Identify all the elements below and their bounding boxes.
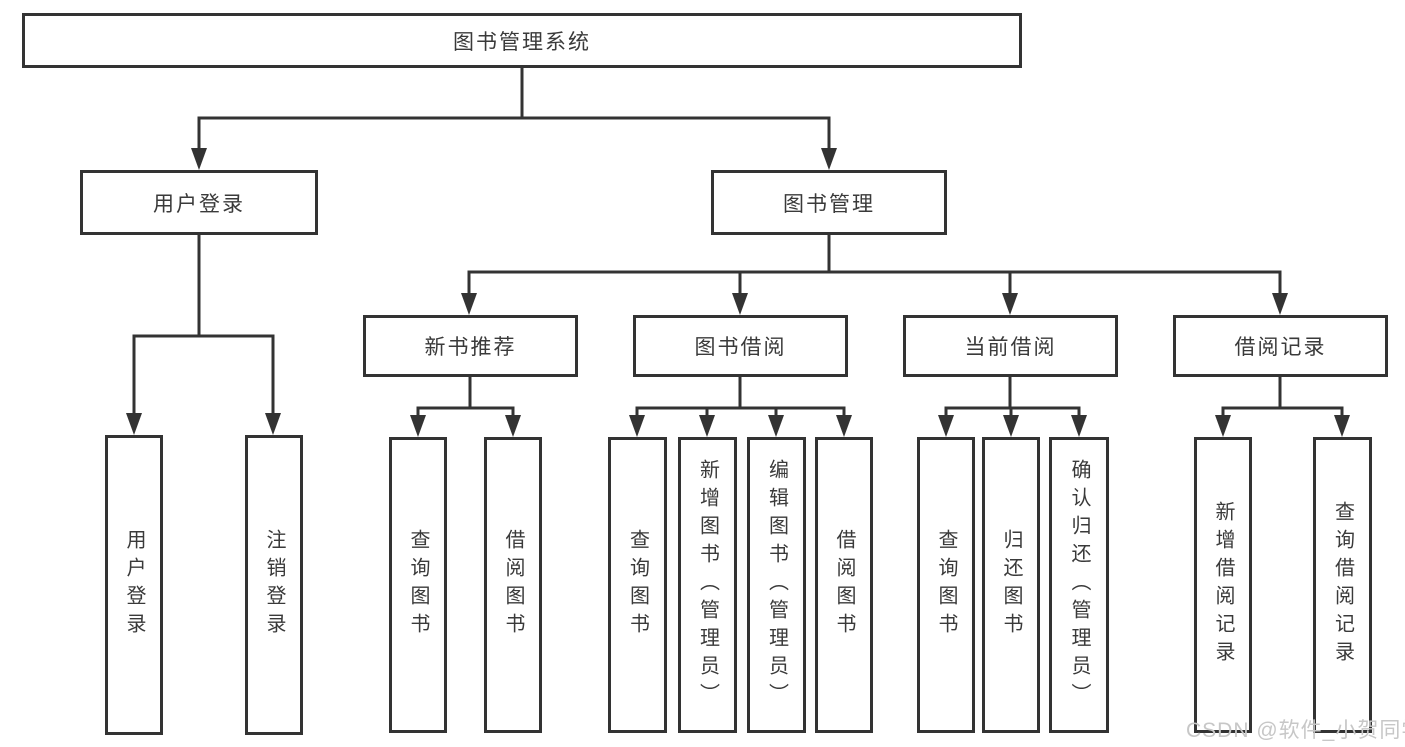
node-book-borrow-label: 图书借阅	[694, 336, 787, 359]
node-book-management-label: 图书管理	[783, 192, 875, 216]
node-current-confirm-return-admin-label: 确认归还（管理员）	[1068, 459, 1090, 711]
arrowhead	[410, 415, 426, 437]
node-book-borrow: 图书借阅	[633, 315, 848, 377]
node-user-login-group-label: 用户登录	[153, 192, 245, 216]
arrowhead	[938, 415, 954, 437]
node-newbook-query-books-label: 查询图书	[407, 529, 429, 641]
connector-newbook-children	[416, 375, 515, 417]
arrowhead	[1215, 415, 1231, 437]
node-user-login: 用户登录	[105, 435, 163, 735]
node-borrow-query-books-label: 查询图书	[626, 529, 649, 641]
node-borrow-borrow-books: 借阅图书	[815, 437, 873, 733]
csdn-watermark: CSDN @软件_小贺同学	[1186, 719, 1405, 742]
node-borrow-edit-books-admin: 编辑图书（管理员）	[747, 437, 806, 733]
node-new-book-recommend-label: 新书推荐	[424, 336, 517, 359]
connector-currentborrow-children	[944, 375, 1081, 417]
node-current-borrow: 当前借阅	[903, 315, 1118, 377]
node-current-return-books: 归还图书	[982, 437, 1040, 733]
node-newbook-borrow-books: 借阅图书	[484, 437, 542, 733]
arrowhead	[461, 293, 477, 315]
connector-root-to-level2	[197, 66, 831, 150]
node-borrow-edit-books-admin-label: 编辑图书（管理员）	[765, 459, 788, 711]
node-records-query-record-label: 查询借阅记录	[1331, 501, 1354, 669]
arrowhead	[126, 413, 142, 435]
arrowhead	[265, 413, 281, 435]
connector-bookborrow-children	[635, 375, 846, 417]
arrowhead	[1003, 415, 1019, 437]
node-borrow-add-books-admin-label: 新增图书（管理员）	[696, 459, 719, 711]
arrowhead	[768, 415, 784, 437]
node-current-query-books: 查询图书	[917, 437, 975, 733]
arrowhead	[821, 148, 837, 170]
arrowhead	[191, 148, 207, 170]
arrowhead	[732, 293, 748, 315]
node-borrow-records-label: 借阅记录	[1234, 336, 1327, 359]
arrowhead	[505, 415, 521, 437]
node-current-borrow-label: 当前借阅	[964, 336, 1057, 359]
arrowhead	[1272, 293, 1288, 315]
connector-userlogin-children	[132, 233, 275, 415]
arrowhead	[836, 415, 852, 437]
arrowhead	[1002, 293, 1018, 315]
node-user-login-label: 用户登录	[123, 529, 145, 641]
node-borrow-query-books: 查询图书	[608, 437, 667, 733]
connector-bookmgmt-children	[467, 233, 1282, 295]
node-borrow-borrow-books-label: 借阅图书	[833, 529, 855, 641]
node-borrow-add-books-admin: 新增图书（管理员）	[678, 437, 737, 733]
node-newbook-borrow-books-label: 借阅图书	[502, 529, 524, 641]
arrowhead	[629, 415, 645, 437]
connector-records-children	[1221, 375, 1344, 417]
node-user-login-group: 用户登录	[80, 170, 318, 235]
node-logout-label: 注销登录	[263, 529, 285, 641]
arrowhead	[699, 415, 715, 437]
node-root-label: 图书管理系统	[453, 30, 591, 54]
node-new-book-recommend: 新书推荐	[363, 315, 578, 377]
arrowheads	[126, 148, 1350, 437]
node-current-return-books-label: 归还图书	[1000, 529, 1022, 641]
node-root-system: 图书管理系统	[22, 13, 1022, 68]
node-borrow-records: 借阅记录	[1173, 315, 1388, 377]
arrowhead	[1071, 415, 1087, 437]
node-records-query-record: 查询借阅记录	[1313, 437, 1372, 733]
node-book-management: 图书管理	[711, 170, 947, 235]
node-current-confirm-return-admin: 确认归还（管理员）	[1049, 437, 1109, 733]
node-records-add-record: 新增借阅记录	[1194, 437, 1252, 733]
node-logout: 注销登录	[245, 435, 303, 735]
arrowhead	[1334, 415, 1350, 437]
node-current-query-books-label: 查询图书	[935, 529, 957, 641]
node-records-add-record-label: 新增借阅记录	[1212, 501, 1234, 669]
node-newbook-query-books: 查询图书	[389, 437, 447, 733]
